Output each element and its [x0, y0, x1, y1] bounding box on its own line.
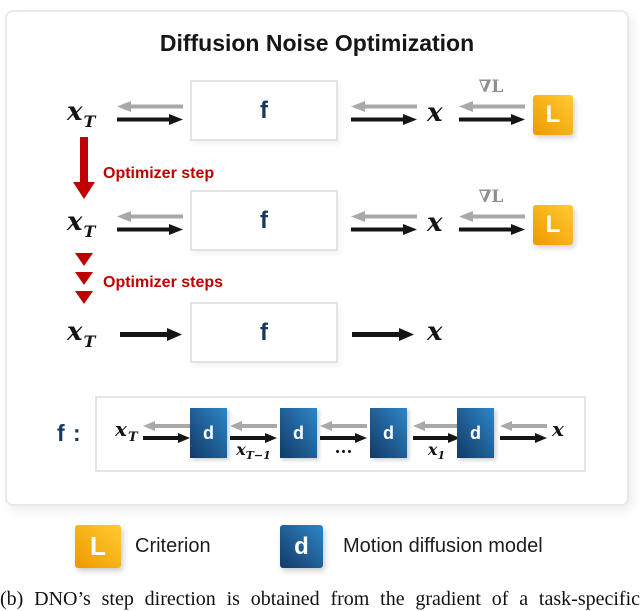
x-T-symbol: xT: [115, 419, 138, 444]
criterion-legend-label: Criterion: [135, 535, 211, 557]
arrow-right-icon: [459, 114, 525, 125]
f-expansion-label: f :: [57, 420, 82, 446]
arrow-left-icon: [413, 421, 460, 431]
bidirectional-arrows: [459, 101, 525, 125]
diffusion-process-box: f: [190, 190, 338, 251]
f-label: f: [260, 206, 268, 234]
arrow-right-icon: [459, 224, 525, 235]
x-symbol: x: [427, 317, 443, 347]
x-1-symbol: x1: [413, 440, 460, 462]
diffusion-model-legend-label: Motion diffusion model: [343, 535, 543, 557]
diffusion-model-box: d: [280, 408, 317, 458]
f-label: f: [260, 318, 268, 346]
figure-caption: (b) DNO’s step direction is obtained fro…: [0, 588, 640, 610]
math-base: x: [115, 417, 127, 441]
arrow-left-icon: [320, 421, 367, 431]
arrow-right-icon: [230, 433, 277, 443]
math-base: x: [67, 207, 83, 237]
math-subscript: T: [83, 332, 96, 351]
arrow-left-icon: [143, 421, 190, 431]
arrow-right-icon: [120, 328, 182, 341]
arrow-left-icon: [459, 101, 525, 112]
arrow-right-icon: [117, 114, 183, 125]
arrow-right-icon: [500, 433, 547, 443]
math-subscript: T−1: [245, 449, 271, 462]
math-subscript: T: [127, 430, 138, 445]
arrow-right-icon: [143, 433, 190, 443]
math-base: x: [427, 440, 438, 459]
optimizer-step-arrow-icon: [73, 137, 95, 199]
x-T-symbol: xT: [67, 99, 95, 130]
ellipsis-label: ...: [334, 438, 353, 458]
bidirectional-arrows: [351, 101, 417, 125]
arrow-left-icon: [351, 211, 417, 222]
diagram-panel: Diffusion Noise Optimization xT f x ∇L L…: [5, 10, 629, 506]
x-symbol: x: [427, 98, 443, 128]
criterion-box: L: [533, 205, 573, 245]
bidirectional-arrows: [413, 421, 460, 443]
arrow-left-icon: [230, 421, 277, 431]
optimizer-steps-chevron-icon: [75, 291, 93, 304]
arrow-right-icon: [320, 433, 367, 443]
diffusion-model-box: d: [370, 408, 407, 458]
arrow-left-icon: [459, 211, 525, 222]
arrow-right-icon: [351, 224, 417, 235]
x-T-symbol: xT: [67, 319, 95, 350]
diffusion-process-box: f: [190, 302, 338, 363]
math-subscript: T: [83, 222, 96, 241]
diffusion-model-legend-swatch: d: [280, 525, 323, 568]
arrow-right-icon: [352, 328, 414, 341]
optimizer-steps-chevron-icon: [75, 272, 93, 285]
math-subscript: 1: [437, 449, 446, 462]
bidirectional-arrows: [500, 421, 547, 443]
f-expansion-box: xT d xT−1 d ... d x1 d x: [95, 396, 586, 472]
diffusion-model-box: d: [190, 408, 227, 458]
arrow-left-icon: [117, 101, 183, 112]
math-subscript: T: [83, 112, 96, 131]
criterion-legend-swatch: L: [75, 525, 121, 568]
gradient-label: ∇L: [478, 77, 504, 97]
f-label: f: [260, 96, 268, 124]
arrow-right-icon: [117, 224, 183, 235]
bidirectional-arrows: [351, 211, 417, 235]
arrow-left-icon: [351, 101, 417, 112]
bidirectional-arrows: [459, 211, 525, 235]
arrow-right-icon: [351, 114, 417, 125]
arrow-left-icon: [117, 211, 183, 222]
math-base: x: [67, 97, 83, 127]
bidirectional-arrows: [320, 421, 367, 443]
arrow-left-icon: [500, 421, 547, 431]
bidirectional-arrows: [117, 211, 183, 235]
criterion-box: L: [533, 95, 573, 135]
bidirectional-arrows: [117, 101, 183, 125]
diffusion-model-box: d: [457, 408, 494, 458]
bidirectional-arrows: [143, 421, 190, 443]
diagram-title: Diffusion Noise Optimization: [159, 30, 475, 56]
optimizer-step-label: Optimizer step: [103, 165, 215, 182]
x-T-symbol: xT: [67, 209, 95, 240]
gradient-label: ∇L: [478, 187, 504, 207]
x-symbol: x: [552, 417, 564, 441]
bidirectional-arrows: [230, 421, 277, 443]
x-symbol: x: [427, 208, 443, 238]
diffusion-process-box: f: [190, 80, 338, 141]
x-T-minus-1-symbol: xT−1: [230, 440, 277, 462]
math-base: x: [236, 440, 246, 459]
arrow-right-icon: [413, 433, 460, 443]
math-base: x: [67, 317, 83, 347]
optimizer-steps-label: Optimizer steps: [103, 274, 224, 291]
optimizer-steps-chevron-icon: [75, 253, 93, 266]
